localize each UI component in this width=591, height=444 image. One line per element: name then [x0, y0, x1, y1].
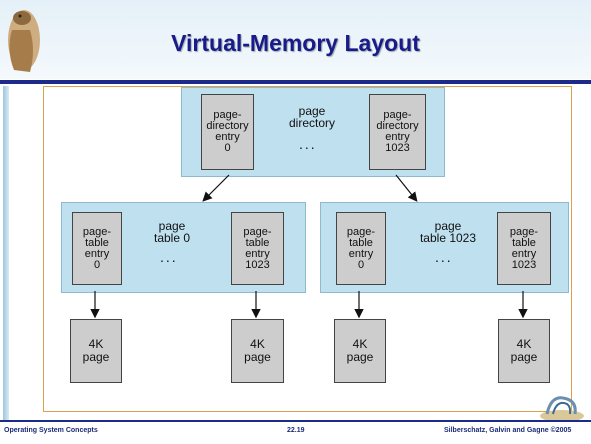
footer-course: Operating System Concepts	[4, 427, 98, 434]
arrow-dir1023-to-table1023	[395, 174, 418, 202]
page-directory-entry-0: page- directory entry 0	[201, 94, 254, 170]
arrow-dir0-to-table0	[202, 174, 230, 202]
page-directory-label: page directory	[288, 104, 335, 130]
dinosaur-logo-icon	[8, 10, 40, 72]
footer-copyright: Silberschatz, Galvin and Gagne ©2005	[444, 427, 572, 434]
page-table-0-entry-0: page- table entry 0	[72, 212, 122, 285]
page-table-0-ellipsis: ...	[160, 249, 178, 265]
connector-arrows	[90, 174, 528, 319]
slide-title: Virtual-Memory Layout	[171, 30, 420, 56]
paperclip-icon	[540, 396, 584, 422]
slide-header	[0, 0, 591, 79]
page-table-1023-entry-1023: page- table entry 1023	[497, 212, 551, 285]
page-box-0: 4K page	[70, 319, 122, 383]
footer-divider	[0, 420, 591, 422]
page-table-1023-panel: page- table entry 0 page table 1023 ... …	[320, 202, 569, 293]
title-divider	[0, 80, 591, 84]
left-decor-stripe	[3, 86, 9, 420]
page-table-1023-entry-0: page- table entry 0	[336, 212, 386, 285]
page-table-1023-label: page table 1023	[419, 219, 477, 245]
page-table-1023-ellipsis: ...	[435, 249, 453, 265]
page-table-0-entry-1023: page- table entry 1023	[231, 212, 284, 285]
page-table-0-label: page table 0	[153, 219, 191, 245]
page-directory-entry-1023: page- directory entry 1023	[369, 94, 426, 170]
page-box-2: 4K page	[334, 319, 386, 383]
page-table-0-panel: page- table entry 0 page table 0 ... pag…	[61, 202, 306, 293]
page-directory-panel: page- directory entry 0 page directory .…	[181, 87, 445, 177]
footer-slide-number: 22.19	[287, 427, 305, 434]
page-directory-ellipsis: ...	[299, 136, 317, 152]
page-box-1: 4K page	[231, 319, 284, 383]
page-box-3: 4K page	[498, 319, 550, 383]
diagram-frame: page- directory entry 0 page directory .…	[43, 86, 572, 412]
